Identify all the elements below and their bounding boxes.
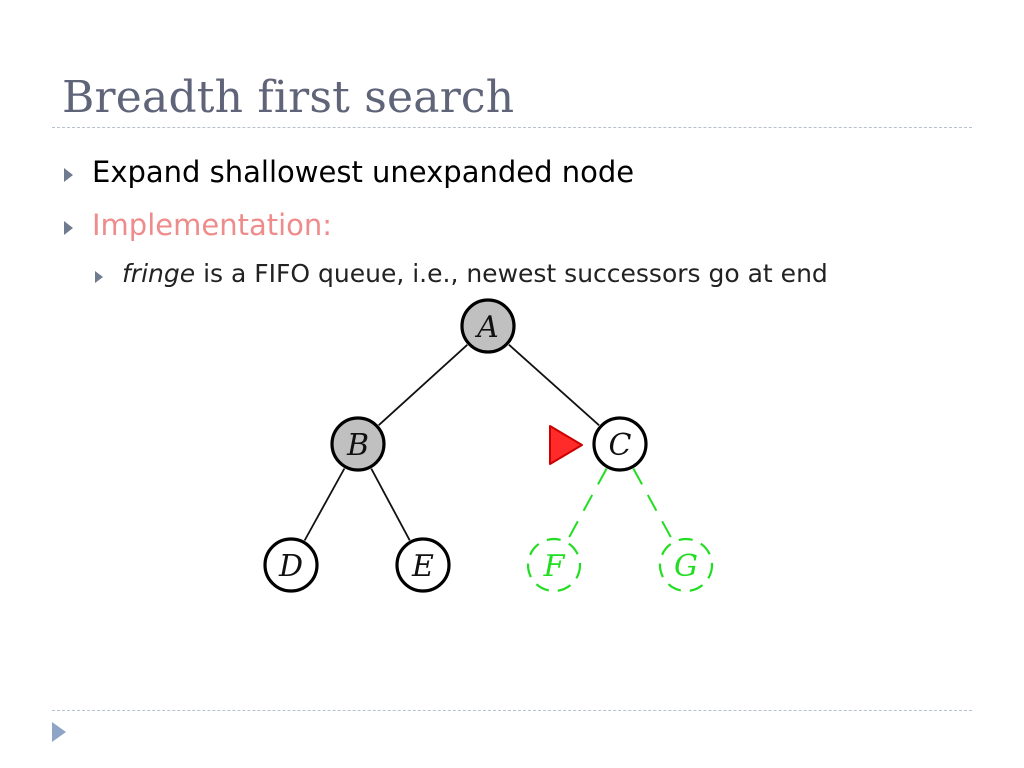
node-label: A xyxy=(474,310,499,345)
node-f: F xyxy=(526,537,582,593)
node-c: C xyxy=(592,416,648,472)
node-b: B xyxy=(330,416,386,472)
next-slide-arrow-icon[interactable] xyxy=(52,722,66,742)
node-g: G xyxy=(658,537,714,593)
node-a: A xyxy=(460,298,516,354)
node-e: E xyxy=(395,537,451,593)
fringe-term: fringe xyxy=(122,259,196,288)
bullet-expand: Expand shallowest unexpanded node xyxy=(92,155,635,189)
bullet-implementation: Implementation: xyxy=(92,208,333,242)
edge-a-b xyxy=(378,344,468,426)
node-label: F xyxy=(543,549,566,584)
fringe-description: is a FIFO queue, i.e., newest successors… xyxy=(195,259,828,288)
node-circle xyxy=(263,537,319,593)
bullet-arrow-icon xyxy=(64,168,73,182)
node-label: B xyxy=(346,428,369,463)
edge-b-d xyxy=(303,468,346,541)
node-circle xyxy=(395,537,451,593)
sub-bullet-fringe: fringe is a FIFO queue, i.e., newest suc… xyxy=(122,259,828,288)
node-circle xyxy=(460,298,516,354)
bullet-arrow-icon xyxy=(64,221,73,235)
node-label: D xyxy=(278,549,303,584)
edge-c-f xyxy=(566,468,608,541)
node-label: G xyxy=(674,549,698,584)
current-node-pointer-icon xyxy=(549,425,583,465)
edge-c-g xyxy=(632,468,674,541)
slide-title: Breadth first search xyxy=(62,72,515,123)
node-circle xyxy=(658,537,714,593)
edge-b-e xyxy=(370,468,411,541)
node-d: D xyxy=(263,537,319,593)
node-label: C xyxy=(609,428,632,463)
title-divider xyxy=(52,127,972,128)
node-circle xyxy=(592,416,648,472)
footer-divider xyxy=(52,710,972,711)
edge-a-c xyxy=(508,344,600,426)
sub-bullet-arrow-icon xyxy=(95,271,103,283)
node-label: E xyxy=(411,549,434,584)
node-circle xyxy=(330,416,386,472)
node-circle xyxy=(526,537,582,593)
